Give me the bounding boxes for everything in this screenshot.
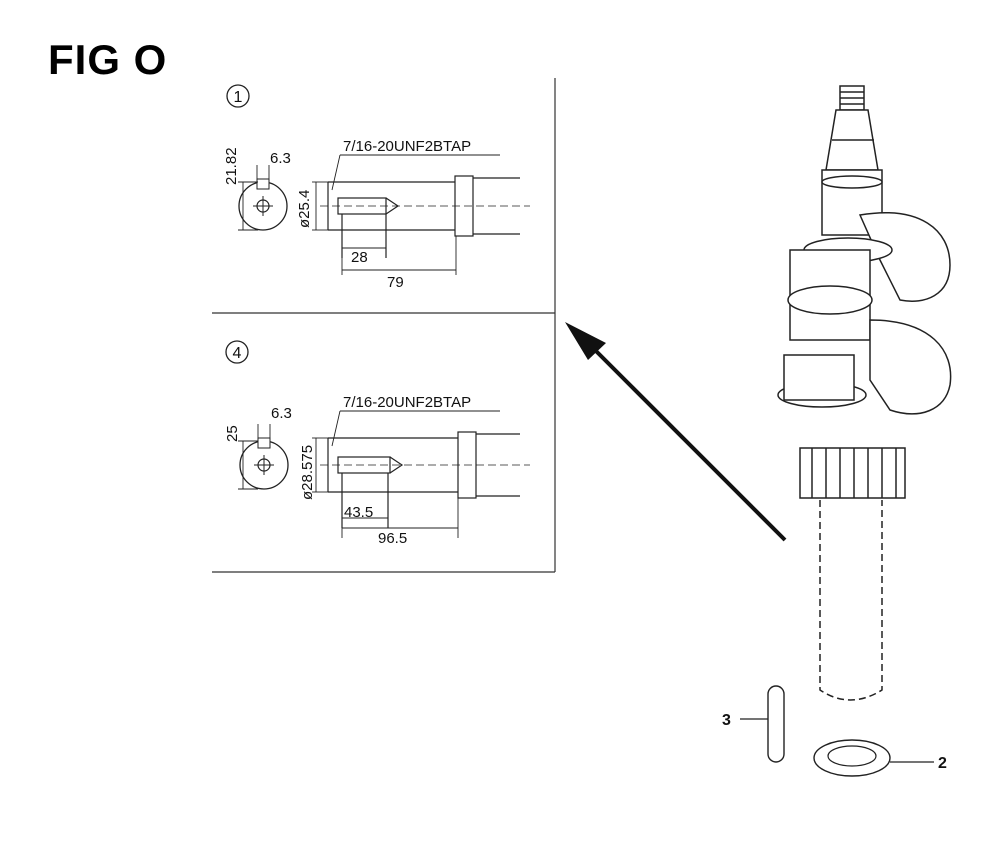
washer-part: 2 xyxy=(813,739,947,777)
variant-1-diameter: ø25.4 xyxy=(296,190,313,228)
variant-4-key-width: 6.3 xyxy=(271,405,292,422)
variant-1-key-height: 21.82 xyxy=(223,147,240,185)
variant-4-diameter: ø28.575 xyxy=(299,445,316,500)
variant-1-number: 1 xyxy=(234,89,243,106)
callout-washer: 2 xyxy=(938,755,947,772)
detail-panel xyxy=(212,78,556,573)
pointer-arrow xyxy=(565,322,787,542)
variant-1-badge xyxy=(226,84,250,108)
variant-1-detail: 1 21.82 6.3 7/16-20UNF2BTAP xyxy=(223,84,530,291)
variant-4-detail: 4 25 6.3 7/16-20UNF2BTAP xyxy=(224,340,530,547)
variant-4-thread-depth: 43.5 xyxy=(344,504,373,521)
variant-4-number: 4 xyxy=(233,345,242,362)
pin-part: 3 xyxy=(722,685,785,763)
variant-4-badge xyxy=(225,340,249,364)
variant-1-thread: 7/16-20UNF2BTAP xyxy=(343,138,471,155)
variant-4-thread: 7/16-20UNF2BTAP xyxy=(343,394,471,411)
variant-1-total-length: 79 xyxy=(387,274,404,291)
callout-pin: 3 xyxy=(722,712,731,729)
crankshaft xyxy=(777,85,952,701)
variant-1-thread-depth: 28 xyxy=(351,249,368,266)
variant-4-total-length: 96.5 xyxy=(378,530,407,547)
variant-4-key-height: 25 xyxy=(224,425,241,442)
variant-1-key-width: 6.3 xyxy=(270,150,291,167)
figure-title: FIG O xyxy=(48,36,168,83)
